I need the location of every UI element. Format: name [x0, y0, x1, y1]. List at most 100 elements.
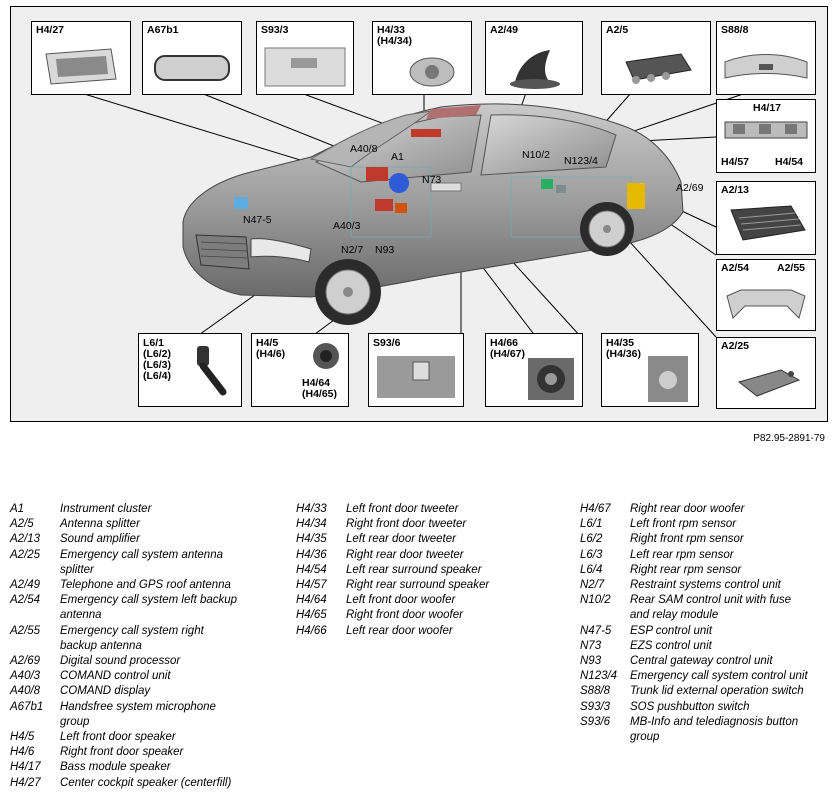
legend-description: Right front rpm sensor — [630, 533, 744, 546]
tweeter-icon — [409, 57, 455, 87]
legend-row: H4/36 Right rear door tweeter — [296, 548, 566, 563]
legend-code: H4/64 — [296, 594, 327, 607]
legend-description: Right rear door woofer — [630, 503, 745, 515]
legend-code: S93/3 — [580, 700, 611, 713]
label-n47-5: N47-5 — [243, 214, 272, 226]
legend-description: MB-Info and telediagnosis button group — [630, 715, 799, 744]
legend-row: L6/1 Left front rpm sensor — [580, 517, 830, 532]
legend-row: S93/6 MB-Info and telediagnosis button gr… — [580, 715, 830, 745]
legend-description: Left front door speaker — [60, 731, 176, 744]
legend-description: Right rear door tweeter — [346, 548, 464, 561]
legend-code: H4/36 — [296, 548, 327, 561]
speaker-icon — [45, 48, 117, 85]
legend-code: S93/6 — [580, 715, 611, 728]
legend-row: H4/35 Left rear door tweeter — [296, 532, 566, 547]
legend-code: N123/4 — [580, 670, 618, 683]
legend-code: H4/67 — [580, 503, 611, 515]
callout-label: A2/54 — [721, 262, 750, 274]
legend-description: Left rear surround speaker — [346, 563, 482, 576]
legend-description: Center cockpit speaker (centerfill) — [60, 776, 232, 789]
callout-a2-49: A2/49 — [485, 21, 583, 95]
legend-description: Instrument cluster — [60, 503, 152, 515]
car-illustration — [182, 103, 684, 325]
legend-row: L6/4 Right rear rpm sensor — [580, 563, 830, 578]
legend-code: A67b1 — [10, 700, 44, 713]
callout-label: A2/49 — [490, 24, 519, 36]
legend-description: Left rear door tweeter — [346, 533, 456, 546]
roof-antenna-icon — [510, 50, 560, 89]
callout-label: H4/35 (H4/36) — [606, 337, 642, 360]
callout-s93-3: S93/3 — [256, 21, 354, 95]
callout-s88-8: S88/8 — [716, 21, 816, 95]
legend-description: Emergency call system left backup antenn… — [60, 594, 238, 622]
legend-code: H4/6 — [10, 746, 35, 759]
legend-code: L6/1 — [580, 518, 603, 531]
callout-h4-27: H4/27 — [31, 21, 131, 95]
legend-code: S88/8 — [580, 685, 611, 698]
legend-code: A2/55 — [10, 624, 41, 637]
callout-label: S93/6 — [373, 337, 401, 349]
legend-description: Telephone and GPS roof antenna — [60, 579, 231, 592]
legend-code: H4/54 — [296, 563, 327, 576]
antenna-splitter-icon — [625, 53, 692, 84]
legend-row: H4/54 Left rear surround speaker — [296, 563, 566, 578]
label-n93: N93 — [375, 244, 395, 256]
legend-description: SOS pushbutton switch — [630, 700, 750, 713]
label-a1: A1 — [391, 151, 404, 163]
label-a40-8: A40/8 — [350, 143, 378, 155]
callout-label: A2/13 — [721, 184, 750, 196]
figure-reference: P82.95-2891-79 — [753, 433, 825, 444]
legend-code: H4/66 — [296, 624, 327, 637]
legend-code: L6/4 — [580, 563, 603, 576]
legend-description: Right front door speaker — [60, 746, 184, 759]
legend-row: N2/7 Restraint systems control unit — [580, 578, 830, 593]
callout-a2-54: A2/54 A2/55 — [716, 259, 816, 331]
legend-code: A2/13 — [10, 533, 41, 546]
legend-code: A2/54 — [10, 594, 41, 607]
legend-description: Left front door woofer — [346, 594, 456, 607]
legend-row: H4/27 Center cockpit speaker (centerfill) — [10, 776, 290, 791]
label-n73: N73 — [422, 174, 442, 186]
label-n2-7: N2/7 — [341, 244, 364, 256]
legend-code: H4/34 — [296, 518, 327, 531]
legend-code: H4/35 — [296, 533, 327, 546]
legend-code: H4/27 — [10, 776, 41, 789]
legend-description: Right front door woofer — [346, 609, 463, 622]
callout-label: H4/64 (H4/65) — [302, 377, 338, 400]
legend-code: N10/2 — [580, 594, 611, 607]
callout-a67b1: A67b1 — [142, 21, 242, 95]
legend-code: A2/69 — [10, 655, 41, 668]
legend-code: L6/3 — [580, 548, 603, 561]
legend-code: H4/33 — [296, 503, 327, 515]
legend-description: Handsfree system microphone group — [60, 700, 216, 728]
amplifier-icon — [730, 205, 806, 241]
legend-row: H4/64 Left front door woofer — [296, 593, 566, 608]
legend-description: Left rear rpm sensor — [630, 548, 734, 561]
legend-row: A2/49 Telephone and GPS roof antenna — [10, 578, 290, 593]
button-group-icon — [377, 356, 455, 398]
legend-description: COMAND display — [60, 685, 151, 698]
rpm-sensor-icon — [197, 346, 227, 396]
callout-label: H4/54 — [775, 156, 804, 168]
legend-code: H4/17 — [10, 761, 41, 774]
legend-description: Right rear rpm sensor — [630, 563, 742, 576]
legend-code: N2/7 — [580, 579, 605, 592]
legend-description: Restraint systems control unit — [630, 579, 781, 592]
legend-description: Antenna splitter — [60, 518, 140, 531]
legend-description: Left front rpm sensor — [630, 518, 737, 531]
legend-code: N73 — [580, 639, 602, 652]
legend-description: Left rear door woofer — [346, 624, 453, 637]
legend-code: A2/49 — [10, 579, 41, 592]
